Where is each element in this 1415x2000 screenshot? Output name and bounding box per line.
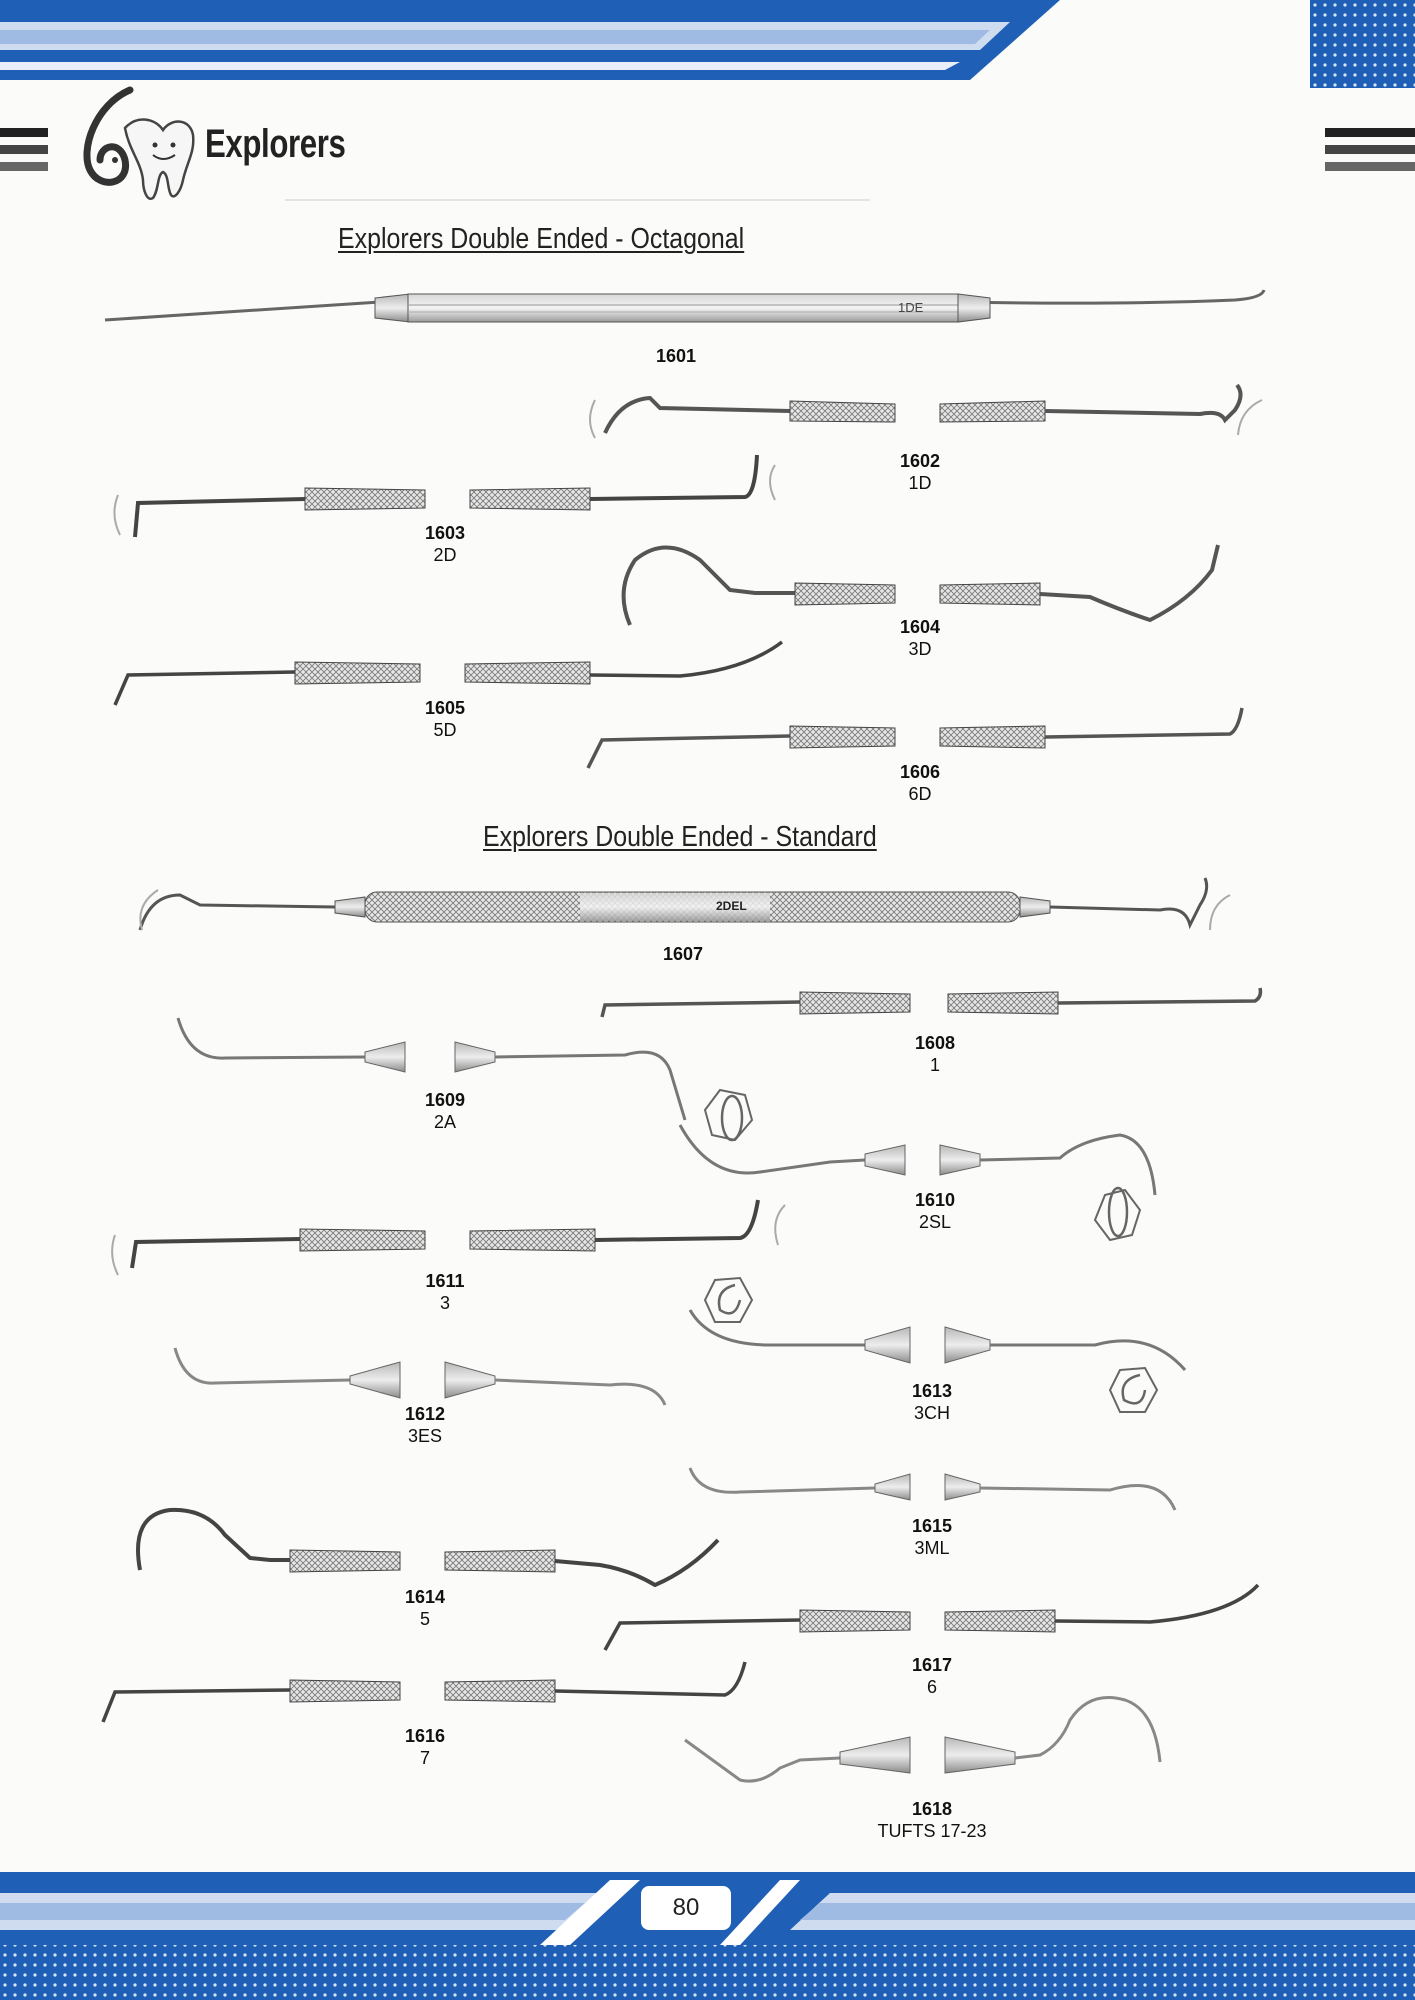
instrument-code: 1618 (911, 1799, 953, 1819)
instrument-1607-drawing (138, 877, 1231, 931)
instrument-code: 1614 (404, 1587, 446, 1607)
instrument-code: 1611 (425, 1271, 465, 1291)
instrument-label-1604: 1604 3D (820, 616, 1020, 660)
instrument-code: 1607 (662, 944, 704, 964)
instrument-model: TUFTS 17-23 (877, 1821, 987, 1841)
right-stripes (1325, 128, 1415, 171)
instrument-1612-drawing (173, 1347, 667, 1406)
instrument-model: 2SL (918, 1212, 952, 1232)
instrument-1610-drawing (678, 1088, 1157, 1242)
instrument-label-1609: 1609 2A (345, 1089, 545, 1133)
instrument-model: 6 (926, 1677, 937, 1697)
instrument-code: 1617 (911, 1655, 953, 1675)
instrument-model: 3D (908, 639, 932, 659)
instrument-code: 1608 (914, 1033, 956, 1053)
instrument-model: 3ES (407, 1426, 443, 1446)
instrument-label-1605: 1605 5D (345, 697, 545, 741)
instrument-model: 7 (419, 1748, 430, 1768)
instrument-code: 1612 (404, 1404, 446, 1424)
page-title: Explorers (205, 122, 346, 166)
left-stripes (0, 128, 48, 171)
instrument-label-1614: 1614 5 (325, 1586, 525, 1630)
instrument-label-1607: 1607 (583, 943, 783, 965)
instrument-1601-drawing (104, 289, 1266, 323)
instrument-1617-drawing (603, 1583, 1260, 1651)
instrument-model: 1D (908, 473, 932, 493)
instrument-code: 1601 (655, 346, 697, 366)
handle-engraving-1607: 2DEL (716, 899, 747, 913)
instrument-label-1615: 1615 3ML (832, 1515, 1032, 1559)
instrument-label-1603: 1603 2D (345, 522, 545, 566)
instrument-label-1618: 1618 TUFTS 17-23 (832, 1798, 1032, 1842)
instrument-label-1612: 1612 3ES (325, 1403, 525, 1447)
instrument-1609-drawing (176, 1017, 687, 1121)
instrument-model: 3CH (913, 1403, 950, 1423)
instrument-code: 1615 (911, 1516, 953, 1536)
instrument-code: 1602 (899, 451, 941, 471)
instrument-1611-drawing (111, 1199, 786, 1276)
instrument-code: 1609 (424, 1090, 466, 1110)
instrument-1618-drawing (684, 1696, 1162, 1783)
instrument-code: 1604 (899, 617, 941, 637)
instrument-model: 5 (419, 1609, 430, 1629)
top-banner (0, 0, 1415, 88)
instrument-1616-drawing (101, 1661, 747, 1723)
instrument-code: 1603 (424, 523, 466, 543)
instrument-label-1610: 1610 2SL (835, 1189, 1035, 1233)
instrument-1613-drawing (688, 1276, 1187, 1413)
instrument-model: 3ML (914, 1538, 950, 1558)
handle-engraving-1601: 1DE (898, 300, 924, 315)
section-title-standard: Explorers Double Ended - Standard (483, 821, 877, 853)
instrument-label-1601: 1601 (576, 345, 776, 367)
instrument-model: 2A (433, 1112, 457, 1132)
instrument-code: 1610 (914, 1190, 956, 1210)
instrument-code: 1606 (899, 762, 941, 782)
instrument-model: 5D (433, 720, 457, 740)
instrument-code: 1605 (424, 698, 466, 718)
instrument-1605-drawing (113, 640, 784, 706)
instrument-label-1608: 1608 1 (835, 1032, 1035, 1076)
instrument-label-1602: 1602 1D (820, 450, 1020, 494)
bottom-banner (0, 1872, 1415, 2000)
page-number: 80 (641, 1886, 731, 1930)
instrument-model: 3 (439, 1293, 450, 1313)
instrument-label-1606: 1606 6D (820, 761, 1020, 805)
instrument-1606-drawing (586, 707, 1244, 769)
instrument-model: 2D (433, 545, 457, 565)
instrument-1614-drawing (136, 1507, 720, 1588)
instrument-1602-drawing (589, 383, 1263, 439)
instrument-label-1617: 1617 6 (832, 1654, 1032, 1698)
instrument-label-1611: 1611 3 (345, 1270, 545, 1314)
instrument-1604-drawing (621, 544, 1220, 626)
instrument-1603-drawing (113, 454, 776, 538)
tooth-with-explorer-icon (83, 86, 195, 200)
instrument-code: 1613 (911, 1381, 953, 1401)
instrument-code: 1616 (404, 1726, 446, 1746)
instrument-1608-drawing (600, 987, 1263, 1018)
instrument-1615-drawing (688, 1467, 1177, 1511)
section-title-octagonal: Explorers Double Ended - Octagonal (338, 223, 745, 255)
instrument-model: 6D (908, 784, 932, 804)
instrument-model: 1 (929, 1055, 940, 1075)
instrument-label-1613: 1613 3CH (832, 1380, 1032, 1424)
instrument-label-1616: 1616 7 (325, 1725, 525, 1769)
